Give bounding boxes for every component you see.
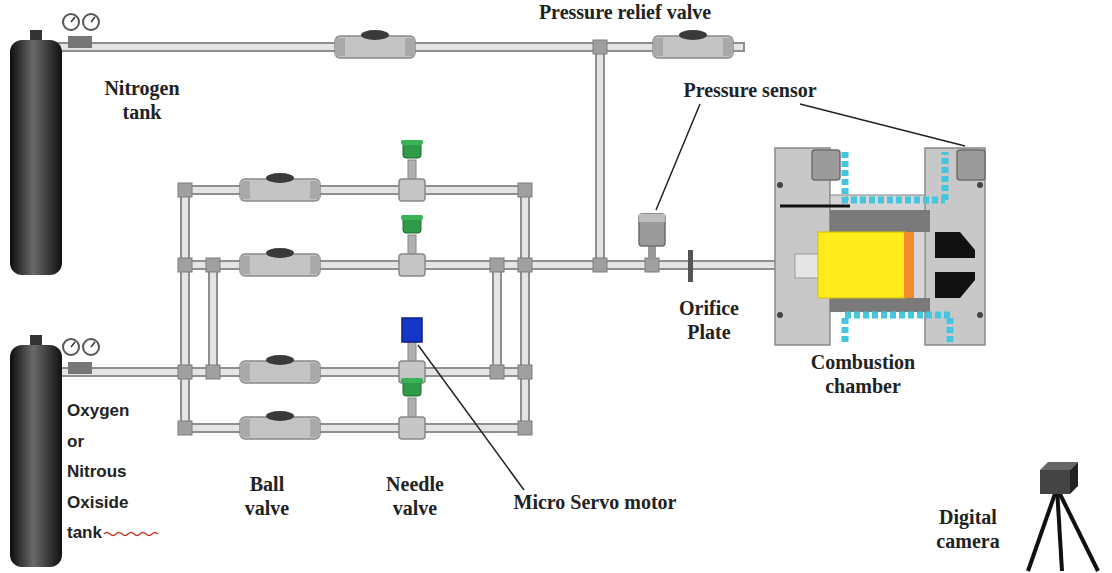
label-holder: Nitrogen tank: [92, 76, 192, 124]
label-holder: Ball valve: [232, 472, 302, 520]
label-holder: Pressure relief valve: [505, 0, 745, 24]
label-holder: Orifice Plate: [668, 296, 750, 344]
label-holder: Combustion chamber: [788, 350, 938, 398]
valve-label: Needle valve: [380, 472, 450, 520]
combustion-chamber: [775, 148, 985, 345]
orifice-label: Orifice Plate: [668, 296, 750, 344]
line-sensor: [639, 214, 665, 260]
label-holder: Digital camera: [918, 505, 1018, 553]
label-holder: Needle valve: [380, 472, 450, 520]
valve-label: Pressure relief valve: [505, 0, 745, 24]
camera-label: Digital camera: [918, 505, 1018, 553]
orifice-plate: [688, 250, 693, 282]
spellcheck-squiggle: [104, 533, 158, 536]
servo-motor: [402, 318, 422, 342]
sensor-label: Pressure sensor: [660, 78, 840, 102]
tank-label: Nitrogen tank: [92, 76, 192, 124]
chamber-label: Combustion chamber: [788, 350, 938, 398]
label-holder: Micro Servo motor: [485, 490, 705, 514]
label-holder: Pressure sensor: [660, 78, 840, 102]
label-holder: Oxygen or Nitrous Oxiside tank: [67, 396, 145, 549]
tank-label: Oxygen or Nitrous Oxiside tank: [67, 396, 145, 549]
nitrogen-tank: [10, 14, 99, 275]
valves: [240, 30, 733, 439]
digital-camera-tripod: [1028, 462, 1098, 571]
valve-label: Ball valve: [232, 472, 302, 520]
leader-lines: [418, 104, 965, 490]
servo-label: Micro Servo motor: [485, 490, 705, 514]
